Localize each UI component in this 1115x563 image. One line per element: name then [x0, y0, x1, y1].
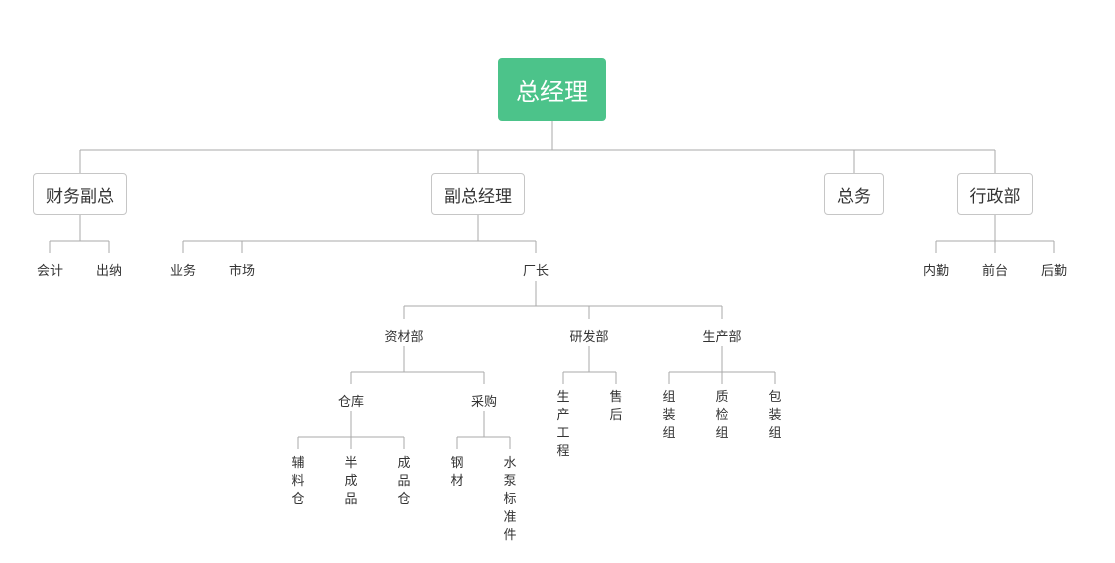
node-office-staff: 内勤: [922, 264, 949, 279]
node-finished-warehouse: 成品仓: [397, 456, 411, 507]
node-packing-team: 包装组: [768, 390, 782, 441]
node-reception: 前台: [981, 264, 1008, 279]
node-warehouse: 仓库: [337, 395, 364, 410]
node-general-manager: 总经理: [498, 58, 606, 121]
node-materials-dept: 资材部: [384, 330, 424, 345]
node-business: 业务: [169, 264, 196, 279]
node-cashier: 出纳: [95, 264, 122, 279]
node-finance-vp: 财务副总: [33, 173, 127, 215]
node-deputy-gm: 副总经理: [431, 173, 525, 215]
node-accounting: 会计: [36, 264, 63, 279]
node-admin-dept: 行政部: [957, 173, 1033, 215]
node-production-dept: 生产部: [702, 330, 742, 345]
node-factory-director: 厂长: [522, 264, 549, 279]
node-pump-standard-parts: 水泵标准件: [503, 456, 517, 543]
node-steel: 钢材: [450, 456, 464, 489]
node-purchasing: 采购: [470, 395, 497, 410]
node-logistics: 后勤: [1040, 264, 1067, 279]
node-after-sales: 售后: [609, 390, 623, 423]
node-rd-dept: 研发部: [569, 330, 609, 345]
node-market: 市场: [228, 264, 255, 279]
node-general-affairs: 总务: [824, 173, 884, 215]
node-semi-finished: 半成品: [344, 456, 358, 507]
node-qc-team: 质检组: [715, 390, 729, 441]
node-assembly-team: 组装组: [662, 390, 676, 441]
node-production-engineering: 生产工程: [556, 390, 570, 459]
node-auxiliary-warehouse: 辅料仓: [291, 456, 305, 507]
